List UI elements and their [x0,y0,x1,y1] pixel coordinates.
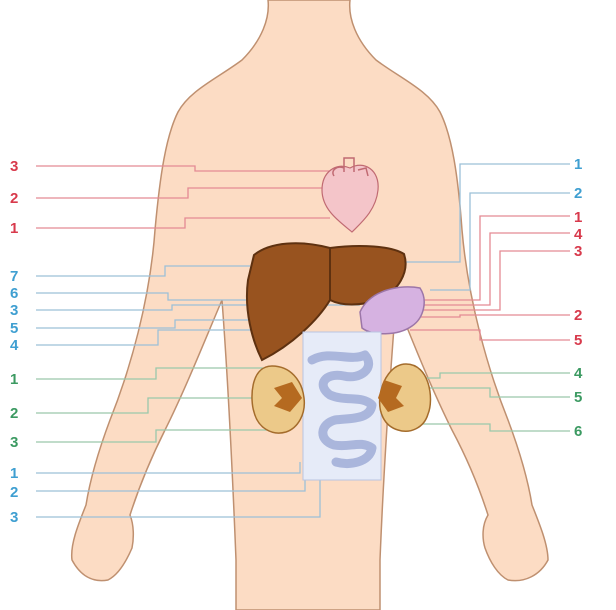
left-labels: 3 2 1 7 6 3 5 4 1 2 3 1 2 3 [10,158,19,526]
label-right-1: 1 [574,156,582,173]
label-right-9: 5 [574,389,582,406]
label-left-3: 1 [10,220,18,237]
label-right-2: 2 [574,185,582,202]
label-left-10: 2 [10,405,18,422]
label-left-11: 3 [10,434,18,451]
label-right-4: 4 [574,226,583,243]
label-left-4: 7 [10,268,18,285]
label-left-6: 3 [10,302,18,319]
label-right-5: 3 [574,243,582,260]
label-left-2: 2 [10,190,18,207]
label-left-13: 2 [10,484,18,501]
label-left-8: 4 [10,337,19,354]
label-left-1: 3 [10,158,18,175]
right-labels: 1 2 1 4 3 2 5 4 5 6 [574,156,583,440]
label-right-6: 2 [574,307,582,324]
label-left-5: 6 [10,285,18,302]
label-left-12: 1 [10,465,18,482]
intestines [303,332,381,480]
label-right-3: 1 [574,209,582,226]
label-right-7: 5 [574,332,582,349]
label-right-8: 4 [574,365,583,382]
label-left-14: 3 [10,509,18,526]
label-left-9: 1 [10,371,18,388]
label-right-10: 6 [574,423,582,440]
label-left-7: 5 [10,320,18,337]
